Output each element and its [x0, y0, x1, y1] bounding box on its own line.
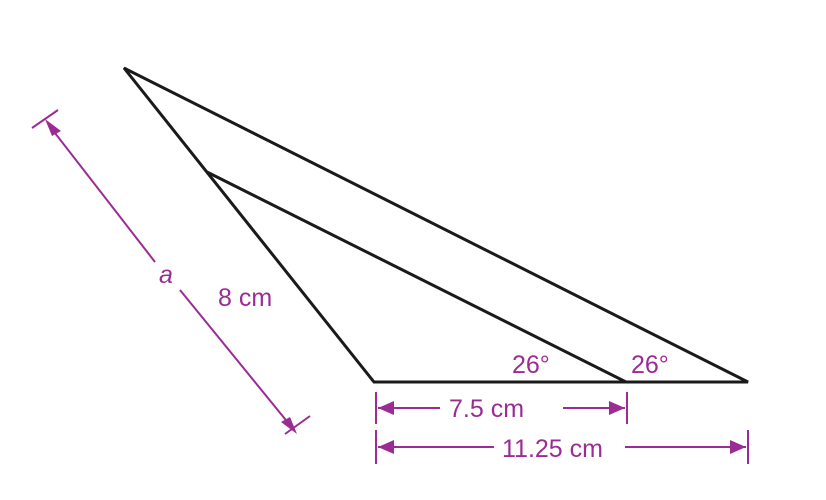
label-8-cm: 8 cm: [218, 284, 272, 312]
dimension-a-tick-bottom: [284, 415, 311, 435]
label-base-outer: 11.25 cm: [502, 435, 603, 463]
dimension-11-25: [375, 430, 749, 464]
outer-triangle: [122, 66, 749, 384]
dimension-a-line-upper: [47, 123, 156, 263]
label-angle-outer: 26°: [631, 351, 669, 379]
label-angle-inner: 26°: [512, 351, 550, 379]
dimension-a-line-lower: [179, 289, 295, 431]
inner-triangle-top-side: [206, 170, 627, 384]
dim-7-5-arrow-left: [378, 401, 394, 415]
dimension-a-arrow-bottom: [281, 417, 297, 434]
label-base-inner: 7.5 cm: [449, 395, 524, 423]
dim-11-25-arrow-left: [378, 440, 394, 454]
dim-7-5-arrow-right: [609, 401, 625, 415]
dimension-7-5: [375, 392, 628, 424]
dimension-a-arrow-top: [45, 119, 61, 136]
dim-11-25-arrow-right: [730, 440, 746, 454]
dimension-a: [31, 109, 311, 435]
label-a: a: [159, 261, 173, 289]
